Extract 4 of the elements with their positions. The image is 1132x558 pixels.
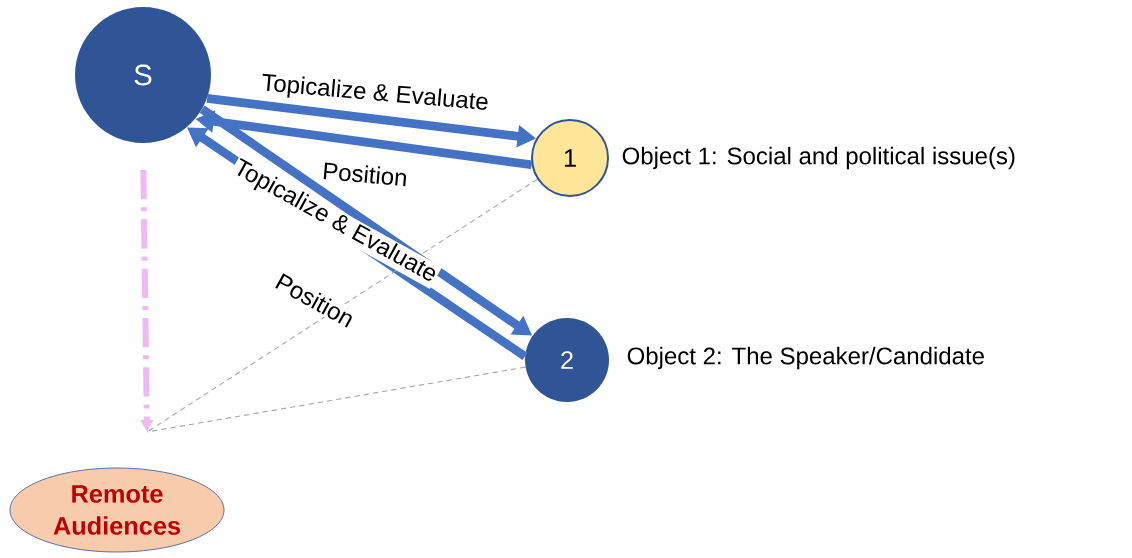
object-caption: Object 2: The Speaker/Candidate xyxy=(627,346,984,370)
dashed-line xyxy=(146,178,538,433)
object-caption: Object 1: Social and political issue(s) xyxy=(622,146,1015,170)
edge-label: Topicalize & Evaluate xyxy=(258,71,492,117)
